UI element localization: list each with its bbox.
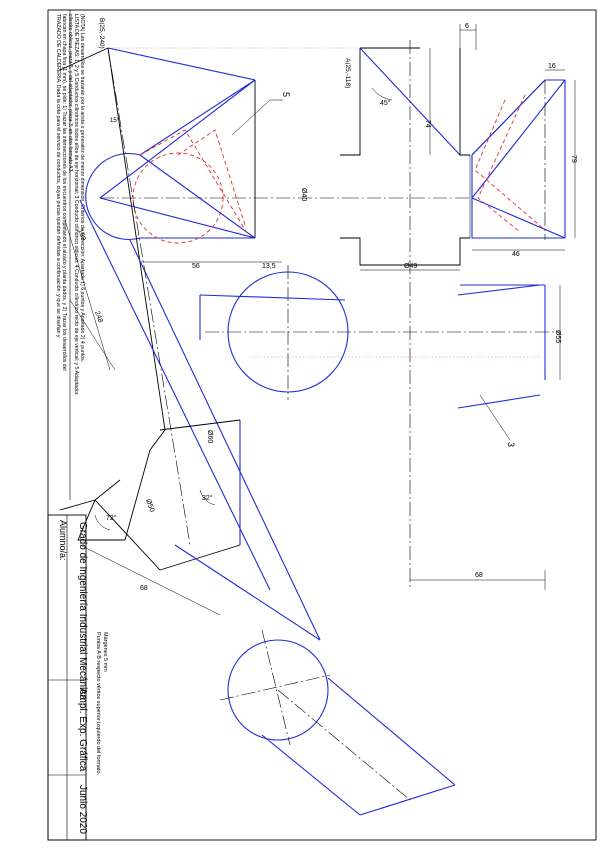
dim-79: 79	[570, 155, 577, 163]
point-a-label: A(25,-118)	[344, 58, 351, 88]
dim-d50: Ø50	[144, 498, 155, 513]
right-axis-dims: 68	[410, 570, 546, 590]
margins-note: Márgenes 5 mm	[102, 632, 108, 672]
points-note: Puntos A B respecto vértice superior izq…	[95, 632, 101, 776]
dim-16: 16	[548, 63, 556, 70]
mid-cylinder-section: Ø55 3	[199, 265, 561, 447]
date-label: Junio 2020	[77, 785, 88, 834]
title-block: Alumno/a: Grado de Ingeniería Industrial…	[47, 514, 88, 841]
statement-line-5: (NOTA) Las desarrollos se trazarán por l…	[79, 14, 85, 362]
point-b-label: B(25,-240)	[98, 18, 105, 49]
dim-159: 159	[76, 228, 87, 241]
part-5-label: 5	[281, 92, 291, 97]
part-3-label: 3	[506, 442, 516, 447]
dim-74: 74	[424, 120, 431, 128]
statement-line-1: TRAZADO DE CALDERERÍA. Dada la cota para…	[55, 14, 62, 338]
dim-46: 46	[512, 251, 520, 258]
dim-13-5: 13,5	[262, 263, 276, 270]
angle-45: 45°	[380, 99, 391, 107]
statement-line-2: fabrican en chapa fina (1 mm), se pide: …	[61, 14, 67, 371]
dim-d40: Ø40	[300, 188, 307, 201]
dim-d49: Ø49	[404, 263, 417, 270]
statement-line-3: cilindro oblicuo, pieza 5, y del adaptad…	[67, 14, 73, 173]
dim-68-right: 68	[475, 572, 483, 579]
adaptor-construction: 68 Ø60 Ø50 72° 32°	[59, 419, 321, 641]
angle-15: 15°	[110, 118, 120, 124]
sheet-border	[47, 9, 597, 841]
dim-56: 56	[192, 263, 200, 270]
student-label: Alumno/a:	[58, 520, 68, 561]
statement-line-4: LISTA DE PIEZAS: 1, 2 y 5 Conductos cilí…	[73, 14, 79, 396]
cone-profile-right: 16 79 46	[471, 63, 577, 258]
part-3-leader	[479, 394, 511, 441]
course-title: Ampl. Exp. Gráfica	[77, 688, 88, 772]
dim-d55: Ø55	[554, 330, 561, 343]
piece-5-cone: 56 13,5 Ø40 5 B(25,-240) 15°	[59, 18, 345, 270]
angle-72: 72°	[106, 514, 117, 522]
dim-248: 248	[93, 310, 104, 323]
statement-text: TRAZADO DE CALDERERÍA. Dada la cota para…	[55, 14, 85, 396]
angle-32: 32°	[202, 494, 213, 502]
dim-6: 6	[465, 23, 469, 30]
bottom-oblique-section	[219, 629, 456, 816]
dim-68-left: 68	[140, 585, 148, 592]
degree-title: Grado de Ingeniería Industrial Mecánica	[77, 522, 88, 700]
oblique-cylinder: 159 248	[64, 47, 321, 641]
dim-d60: Ø60	[206, 430, 213, 443]
cross-elevation-view: 6 74 Ø49 45° A(25,-118)	[340, 23, 477, 590]
part-5-leader	[231, 99, 271, 136]
